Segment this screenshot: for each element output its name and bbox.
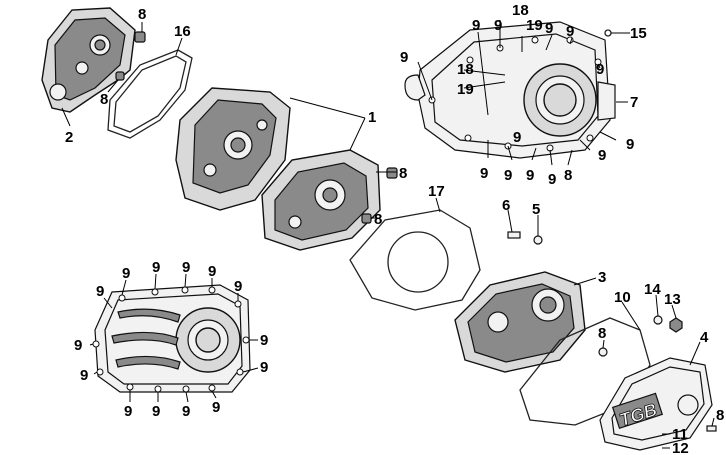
callout-9-g: 9 [626, 136, 634, 153]
bolt-part-8-crank-lower [361, 213, 372, 224]
callout-5: 5 [532, 201, 540, 218]
gasket-part-10 [519, 317, 651, 426]
bolt-part-8-top [134, 31, 146, 43]
callout-labels: 8 16 8 2 1 8 8 17 9 18 19 9 9 15 9 9 18 … [65, 2, 724, 455]
oring-part-15 [604, 29, 612, 37]
callout-9-lc4: 9 [208, 263, 216, 280]
callout-9-lc13: 9 [182, 403, 190, 420]
bolt-part-8-left [115, 71, 125, 81]
callout-19-a: 19 [526, 17, 543, 34]
callout-8-cvt: 8 [716, 407, 724, 424]
callout-6: 6 [502, 197, 510, 214]
bolt-part-8-inner [598, 347, 608, 357]
washer-part-5 [533, 235, 543, 245]
callout-12: 12 [672, 440, 689, 455]
callout-19-b: 19 [457, 81, 474, 98]
callout-18-a: 18 [512, 2, 529, 19]
callout-8-left: 8 [100, 91, 108, 108]
callout-9-lc6: 9 [96, 283, 104, 300]
callout-8-mid: 8 [399, 165, 407, 182]
callout-9-lc3: 9 [182, 259, 190, 276]
lower-left-cvt-cover [92, 284, 251, 393]
callout-13: 13 [664, 291, 681, 308]
lower-left-callouts: 9 9 9 9 9 9 9 9 9 9 9 9 9 9 [74, 259, 268, 420]
callout-8-top: 8 [138, 6, 146, 23]
callout-1: 1 [368, 109, 376, 126]
gasket-part-16 [107, 49, 193, 139]
callout-4: 4 [700, 329, 709, 346]
callout-7: 7 [630, 94, 638, 111]
callout-9-lc9: 9 [260, 332, 268, 349]
callout-9-lc2: 9 [152, 259, 160, 276]
callout-9-e: 9 [400, 49, 408, 66]
bolt-part-8-crankcase [386, 167, 398, 179]
callout-17: 17 [428, 183, 445, 200]
bolt-part-8-cvt [706, 425, 717, 432]
callout-16: 16 [174, 23, 191, 40]
callout-14: 14 [644, 281, 661, 298]
cvt-cover-part-7 [404, 21, 616, 159]
callout-9-lc5: 9 [234, 278, 242, 295]
callout-9-lc7: 9 [74, 337, 82, 354]
nut-part-13 [669, 317, 683, 333]
callout-8-crank: 8 [374, 211, 382, 228]
left-cover-part-2 [41, 7, 136, 113]
callout-9-l: 9 [526, 167, 534, 184]
callout-9-lc12: 9 [152, 403, 160, 420]
callout-3: 3 [598, 269, 606, 286]
crankcase-right-half [261, 149, 381, 251]
callout-9-f: 9 [596, 61, 604, 78]
callout-10: 10 [614, 289, 631, 306]
callout-2: 2 [65, 129, 73, 146]
callout-9-m: 9 [548, 171, 556, 188]
callout-9-c: 9 [545, 20, 553, 37]
gasket-part-17 [349, 209, 481, 311]
callout-15: 15 [630, 25, 647, 42]
leader-lines [61, 20, 715, 449]
callout-9-b: 9 [494, 17, 502, 34]
callout-9-lc8: 9 [80, 367, 88, 384]
callout-11: 11 [672, 426, 688, 443]
callout-9-lc11: 9 [124, 403, 132, 420]
callout-9-lc14: 9 [212, 399, 220, 416]
callout-9-a: 9 [472, 17, 480, 34]
callout-9-j: 9 [480, 165, 488, 182]
callout-9-d: 9 [566, 23, 574, 40]
washer-part-14 [653, 315, 663, 325]
callout-8-right: 8 [564, 167, 572, 184]
crankcase-left-half [175, 87, 291, 211]
bolt-part-6 [507, 231, 521, 239]
outer-cover-part-4: TGB [599, 357, 713, 451]
callout-9-lc10: 9 [260, 359, 268, 376]
callout-9-h: 9 [598, 147, 606, 164]
callout-9-lc1: 9 [122, 265, 130, 282]
callout-18-b: 18 [457, 61, 474, 78]
cvt-inner-housing-part-3 [454, 271, 586, 373]
callout-9-i: 9 [513, 129, 521, 146]
callout-9-k: 9 [504, 167, 512, 184]
callout-8-inner: 8 [598, 325, 606, 342]
